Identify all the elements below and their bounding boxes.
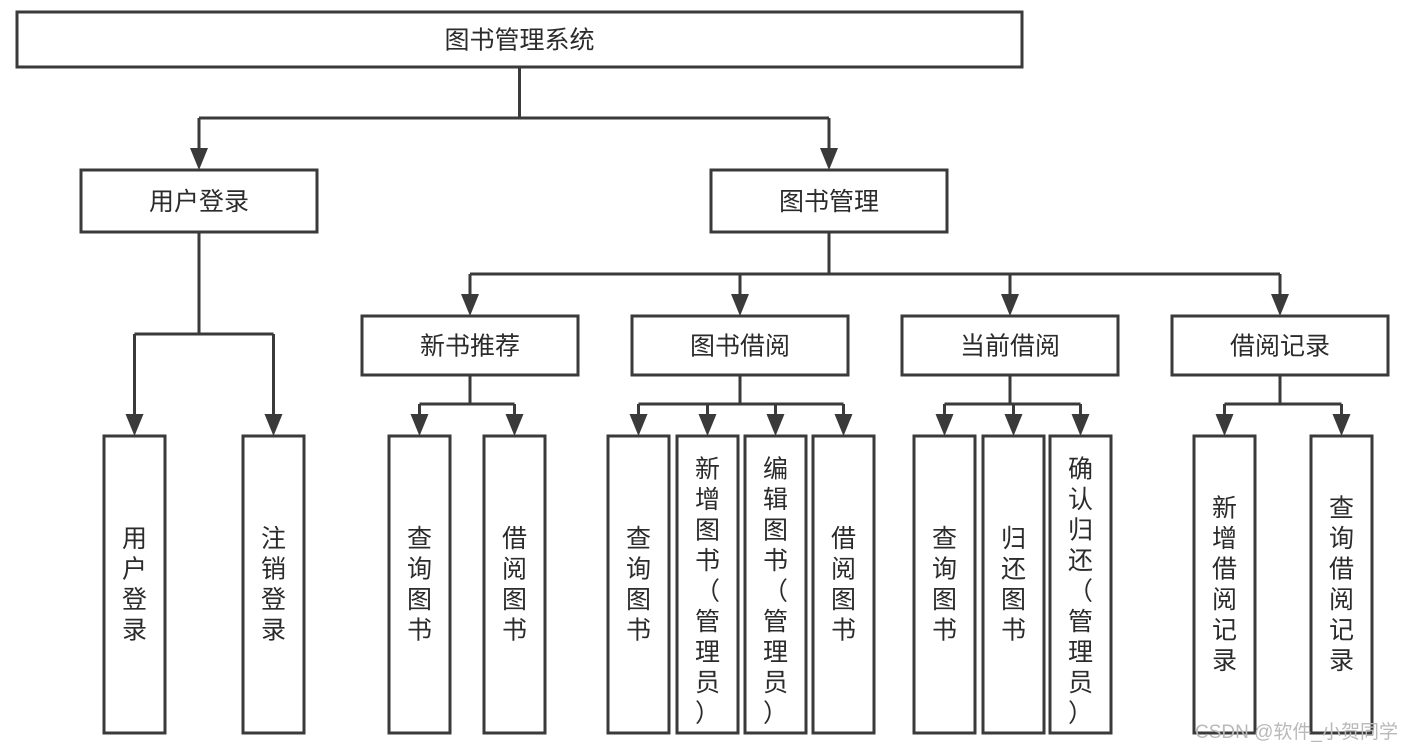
node-level2-0[interactable]: 新书推荐 xyxy=(360,314,580,377)
node-box-outline xyxy=(709,168,949,234)
connector-edges-layer xyxy=(125,67,1351,436)
node-label: 新增借阅记录 xyxy=(1212,494,1237,675)
node-leaf-9[interactable]: 归还图书 xyxy=(981,434,1046,735)
node-leaf-12[interactable]: 查询借阅记录 xyxy=(1309,434,1374,735)
node-label: 借阅图书 xyxy=(502,525,527,645)
node-leaf-8[interactable]: 查询图书 xyxy=(912,434,977,735)
node-box-outline xyxy=(606,434,671,735)
node-label: 查询图书 xyxy=(626,525,651,645)
node-label: 注销登录 xyxy=(261,525,286,645)
node-label: 新增图书（管理员） xyxy=(695,455,720,727)
node-label: 当前借阅 xyxy=(960,333,1060,361)
node-box-outline xyxy=(811,434,876,735)
node-boxes-layer: 图书管理系统用户登录图书管理新书推荐图书借阅当前借阅借阅记录用户登录注销登录查询… xyxy=(15,10,1390,735)
node-label: 图书管理系统 xyxy=(444,27,594,55)
node-leaf-2[interactable]: 查询图书 xyxy=(387,434,452,735)
node-root-0[interactable]: 图书管理系统 xyxy=(15,10,1024,69)
node-label: 用户登录 xyxy=(122,525,147,645)
node-box-outline xyxy=(387,434,452,735)
node-level1-0[interactable]: 用户登录 xyxy=(79,168,319,234)
csdn-watermark: CSDN @软件_小贺同学 xyxy=(1195,721,1398,743)
node-box-outline xyxy=(482,434,547,735)
node-box-outline xyxy=(15,10,1024,69)
node-leaf-3[interactable]: 借阅图书 xyxy=(482,434,547,735)
node-label: 图书借阅 xyxy=(690,333,790,361)
node-label: 编辑图书（管理员） xyxy=(763,455,788,727)
node-label: 用户登录 xyxy=(149,188,249,216)
node-leaf-6[interactable]: 编辑图书（管理员） xyxy=(743,434,808,735)
node-box-outline xyxy=(1309,434,1374,735)
node-label: 借阅图书 xyxy=(831,525,856,645)
node-box-outline xyxy=(1192,434,1257,735)
node-leaf-0[interactable]: 用户登录 xyxy=(102,434,167,735)
node-box-outline xyxy=(743,434,808,735)
node-box-outline xyxy=(79,168,319,234)
node-level2-3[interactable]: 借阅记录 xyxy=(1170,314,1390,377)
node-box-outline xyxy=(241,434,306,735)
node-label: 归还图书 xyxy=(1001,525,1026,645)
node-level2-1[interactable]: 图书借阅 xyxy=(630,314,850,377)
node-level2-2[interactable]: 当前借阅 xyxy=(900,314,1120,377)
node-leaf-1[interactable]: 注销登录 xyxy=(241,434,306,735)
node-label: 借阅记录 xyxy=(1230,333,1330,361)
node-label: 查询图书 xyxy=(407,525,432,645)
node-label: 查询借阅记录 xyxy=(1329,494,1354,675)
node-box-outline xyxy=(1170,314,1390,377)
node-box-outline xyxy=(1048,434,1113,735)
node-leaf-7[interactable]: 借阅图书 xyxy=(811,434,876,735)
node-leaf-11[interactable]: 新增借阅记录 xyxy=(1192,434,1257,735)
node-box-outline xyxy=(102,434,167,735)
node-box-outline xyxy=(630,314,850,377)
node-box-outline xyxy=(912,434,977,735)
node-box-outline xyxy=(981,434,1046,735)
node-box-outline xyxy=(900,314,1120,377)
node-leaf-5[interactable]: 新增图书（管理员） xyxy=(675,434,740,735)
node-box-outline xyxy=(675,434,740,735)
node-label: 新书推荐 xyxy=(420,333,520,361)
node-leaf-4[interactable]: 查询图书 xyxy=(606,434,671,735)
node-label: 图书管理 xyxy=(779,188,879,216)
node-leaf-10[interactable]: 确认归还（管理员） xyxy=(1048,434,1113,735)
node-label: 查询图书 xyxy=(932,525,957,645)
node-label: 确认归还（管理员） xyxy=(1068,455,1093,727)
node-box-outline xyxy=(360,314,580,377)
node-level1-1[interactable]: 图书管理 xyxy=(709,168,949,234)
